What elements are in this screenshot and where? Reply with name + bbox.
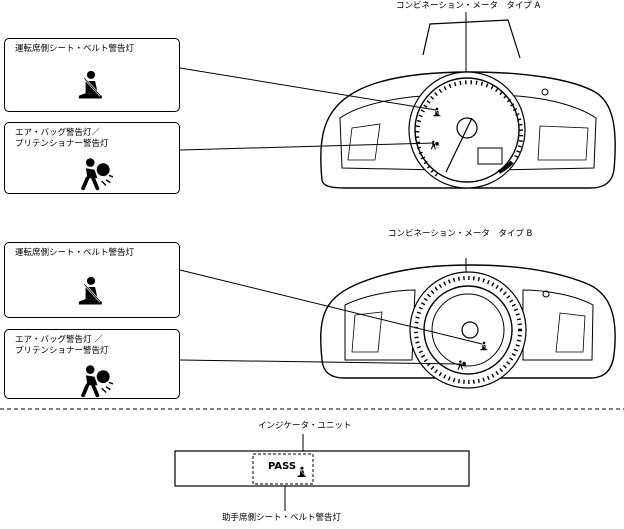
seatbelt-callout-b: 運転席側シート・ベルト警告灯 [4,242,180,318]
airbag-callout-a-line1: エア・バッグ警告灯／ [15,128,101,138]
seatbelt-callout-a: 運転席側シート・ベルト警告灯 [4,38,180,112]
seatbelt-callout-b-label: 運転席側シート・ベルト警告灯 [15,248,135,258]
seatbelt-callout-a-label: 運転席側シート・ベルト警告灯 [15,44,135,54]
cluster-b-drawing [320,258,616,389]
airbag-callout-b-line1: エア・バッグ警告灯 ／ [15,335,103,345]
airbag-callout-a: エア・バッグ警告灯／ プリテンショナー警告灯 [4,122,180,194]
passenger-seatbelt-callout: 助手席側シート・ベルト警告灯 [222,513,342,523]
airbag-callout-b-line2: プリテンショナー警告灯 [15,346,109,356]
airbag-icon [81,364,113,398]
airbag-icon [81,157,113,191]
cluster-a-title: コンビネーション・メータ タイプ A [396,1,541,11]
cluster-a-drawing [320,19,616,189]
airbag-callout-a-line2: プリテンショナー警告灯 [15,139,109,149]
pass-label: PASS [268,461,297,472]
indicator-unit-drawing [174,450,470,487]
seatbelt-icon [77,275,103,306]
seatbelt-icon [77,69,103,100]
airbag-callout-b: エア・バッグ警告灯 ／ プリテンショナー警告灯 [4,329,180,399]
leader-lines [179,12,483,511]
indicator-unit-title: インジケータ・ユニット [258,421,352,431]
cluster-b-title: コンビネーション・メータ タイプ B [388,229,533,239]
